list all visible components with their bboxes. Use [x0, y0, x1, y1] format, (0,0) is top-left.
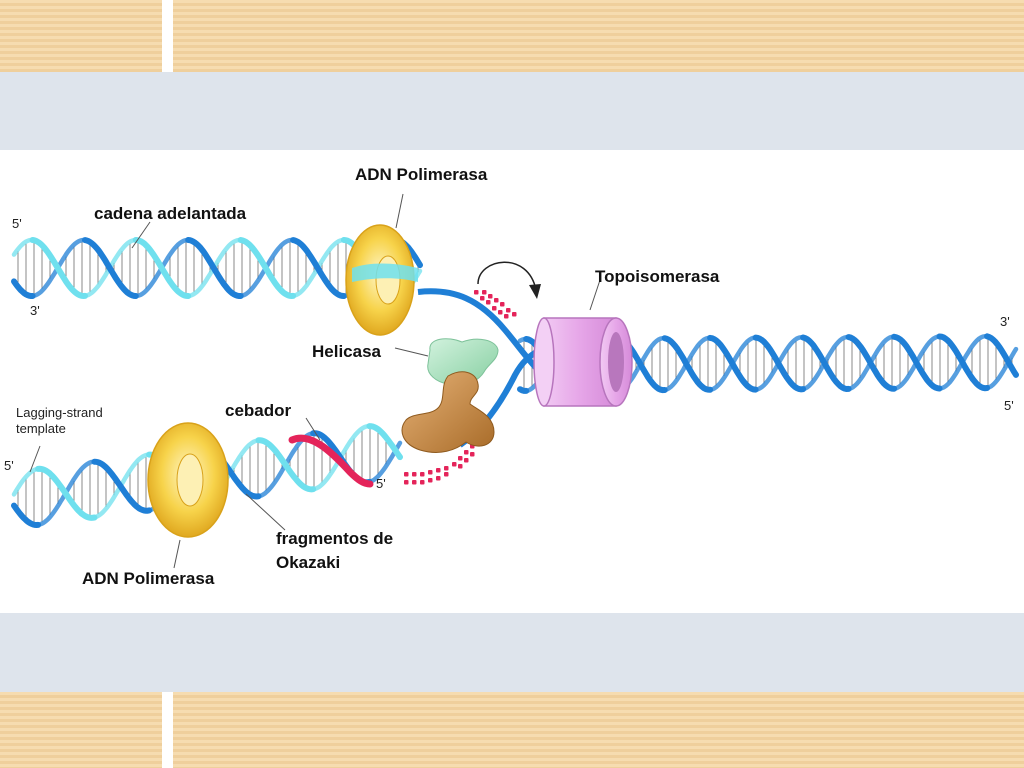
- helix-right-strand-b: [891, 333, 943, 392]
- helix-bottom-strand-a: [91, 458, 153, 514]
- ssb-dot: [470, 452, 475, 457]
- ssb-dot: [498, 310, 503, 315]
- label-helicase: Helicasa: [312, 342, 382, 361]
- polymerase-top-strand-through: [352, 263, 418, 282]
- leader-lines: [29, 193, 601, 569]
- bottom-stripe-right: [173, 692, 1024, 768]
- label-lagging-template-1: Lagging-strand: [16, 405, 103, 420]
- ssb-dot: [486, 300, 491, 305]
- helix-right-strand-a: [661, 335, 714, 393]
- end-primer-5: 5': [376, 476, 386, 491]
- end-right-5: 5': [1004, 398, 1014, 413]
- helix-top-strand-a: [11, 278, 36, 299]
- helix-bottom-strand-b: [255, 437, 317, 493]
- label-okazaki-1: fragmentos de: [276, 529, 393, 548]
- helix-top-strand-a: [82, 237, 139, 299]
- ssb-dot: [458, 456, 463, 461]
- ssb-proteins: [404, 290, 517, 485]
- bottom-blue-band: [0, 613, 1024, 692]
- end-top-left-5: 5': [12, 216, 22, 231]
- label-topoisomerase: Topoisomerasa: [595, 267, 720, 286]
- helix-right-strand-b: [800, 334, 852, 393]
- label-polymerase-bottom: ADN Polimerasa: [82, 569, 215, 588]
- primase: [401, 371, 495, 453]
- ssb-dot: [420, 472, 425, 477]
- ssb-dot: [488, 294, 493, 299]
- ssb-dot: [500, 302, 505, 307]
- ssb-dot: [464, 458, 469, 463]
- polymerase-bottom: [147, 422, 229, 538]
- helix-bottom-strand-b: [35, 465, 98, 521]
- ssb-dot: [404, 480, 409, 485]
- end-bottom-left-5: 5': [4, 458, 14, 473]
- helix-right-strand-b: [707, 334, 759, 393]
- primer-rna: [288, 434, 374, 488]
- ssb-dot: [474, 290, 479, 295]
- ssb-dot: [480, 296, 485, 301]
- helix-right-strand-a: [752, 334, 807, 393]
- ssb-dot: [428, 478, 433, 483]
- helix-top-strand-b: [237, 237, 297, 300]
- ssb-dot: [512, 312, 517, 317]
- end-right-3: 3': [1000, 314, 1010, 329]
- ssb-dot: [492, 306, 497, 311]
- ssb-dot: [404, 472, 409, 477]
- helix-top-strand-b: [132, 237, 192, 299]
- ssb-dot: [444, 466, 449, 471]
- helicase: [427, 338, 499, 386]
- top-blue-band: [0, 72, 1024, 150]
- ssb-dot: [506, 308, 511, 313]
- label-polymerase-top: ADN Polimerasa: [355, 165, 488, 184]
- helix-right-strand-a: [984, 346, 1019, 391]
- ssb-dot: [458, 464, 463, 469]
- helix-top-strand-a: [185, 237, 244, 299]
- ssb-dot: [444, 472, 449, 477]
- helix-bottom-strand-b: [366, 423, 403, 461]
- helix-right-strand-b: [984, 333, 1019, 378]
- helix-right-strand-a: [517, 386, 530, 394]
- helix-right-strand-a: [845, 334, 898, 392]
- ssb-dot: [412, 480, 417, 485]
- helix-top-strand-a: [290, 237, 347, 299]
- ssb-dot: [494, 298, 499, 303]
- end-top-left-3: 3': [30, 303, 40, 318]
- ssb-dot: [436, 476, 441, 481]
- ssb-dot: [482, 290, 487, 295]
- label-lagging-template-2: template: [16, 421, 66, 436]
- topoisomerase: [533, 317, 633, 407]
- label-primer: cebador: [225, 401, 292, 420]
- helix-right-strand-a: [936, 333, 991, 392]
- helix-top-strand-b: [11, 237, 35, 257]
- rotation-arrow-head: [529, 284, 541, 299]
- bottom-decor-band: [0, 692, 1024, 768]
- ssb-dot: [420, 480, 425, 485]
- helix-top-strand-b: [29, 237, 88, 300]
- top-stripe-right: [173, 0, 1024, 72]
- ssb-dot: [436, 468, 441, 473]
- top-decor-band: [0, 0, 1024, 72]
- ssb-dot: [412, 472, 417, 477]
- ssb-dot: [464, 450, 469, 455]
- bottom-stripe-left: [0, 692, 162, 768]
- top-stripe-left: [0, 0, 162, 72]
- ssb-dot: [504, 314, 509, 319]
- ssb-dot: [452, 462, 457, 467]
- helix-bottom-strand-b: [11, 466, 41, 497]
- helix-bottom-strand-a: [11, 502, 42, 529]
- label-okazaki-2: Okazaki: [276, 553, 340, 572]
- dna-replication-diagram: ADN Polimerasa cadena adelantada Topoiso…: [4, 165, 1019, 588]
- label-leading-strand: cadena adelantada: [94, 204, 247, 223]
- ssb-dot: [428, 470, 433, 475]
- rotation-arrow: [477, 261, 537, 291]
